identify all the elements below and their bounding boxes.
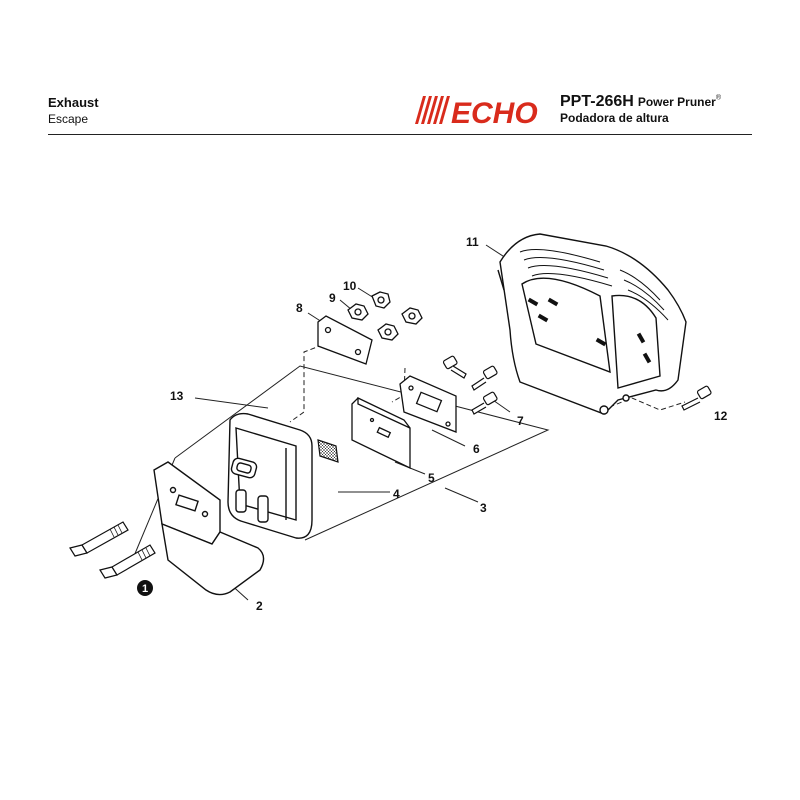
product-name-es: Podadora de altura [560, 111, 669, 125]
callout-7: 7 [517, 414, 524, 428]
callout-labels: 2 3 4 5 6 7 8 9 10 11 12 13 1 [137, 235, 728, 613]
nut-9 [347, 303, 369, 321]
callout-1-badge [137, 580, 153, 596]
callout-13: 13 [170, 389, 184, 403]
screw-b [471, 365, 498, 391]
leader-lines [133, 244, 550, 601]
muffler-cover-part-11 [497, 233, 687, 415]
product-name-en: Power Pruner [637, 95, 716, 109]
callout-11: 11 [466, 235, 479, 249]
header-divider [48, 134, 752, 135]
screws-part-7 [442, 355, 498, 415]
nut-10-middle [401, 307, 423, 325]
callout-1: 1 [142, 583, 148, 595]
callout-2: 2 [256, 599, 263, 613]
screw-part-12 [681, 385, 712, 411]
callout-8: 8 [296, 301, 303, 315]
screw-a [442, 355, 467, 379]
muffler-body [227, 412, 313, 539]
callout-9: 9 [329, 291, 336, 305]
screw-c [471, 391, 498, 415]
heat-shield-part-2 [153, 461, 265, 596]
section-title: Exhaust [48, 95, 99, 110]
callout-6: 6 [473, 442, 480, 456]
bolt-upper [69, 521, 129, 557]
registered-mark: ® [715, 94, 722, 102]
callout-10: 10 [343, 279, 357, 293]
spark-screen-part-4 [317, 439, 339, 463]
brand-name: ECHO [451, 97, 538, 126]
callout-4: 4 [393, 487, 400, 501]
callout-12: 12 [714, 409, 728, 423]
callout-3: 3 [480, 501, 487, 515]
nut-10-upper [371, 291, 391, 309]
bolt-part-1 [69, 521, 156, 579]
echo-logo: ECHO [415, 96, 538, 126]
model-number: PPT-266H [560, 93, 634, 110]
gasket-part-6 [399, 375, 457, 433]
nut-9-lower [377, 323, 399, 341]
bolt-lower [99, 544, 156, 579]
nuts-part-9-10 [347, 291, 423, 341]
section-subtitle: Escape [48, 112, 89, 126]
deflector-plate-part-5 [351, 396, 411, 470]
callout-5: 5 [428, 471, 435, 485]
plate-part-8 [317, 315, 373, 365]
